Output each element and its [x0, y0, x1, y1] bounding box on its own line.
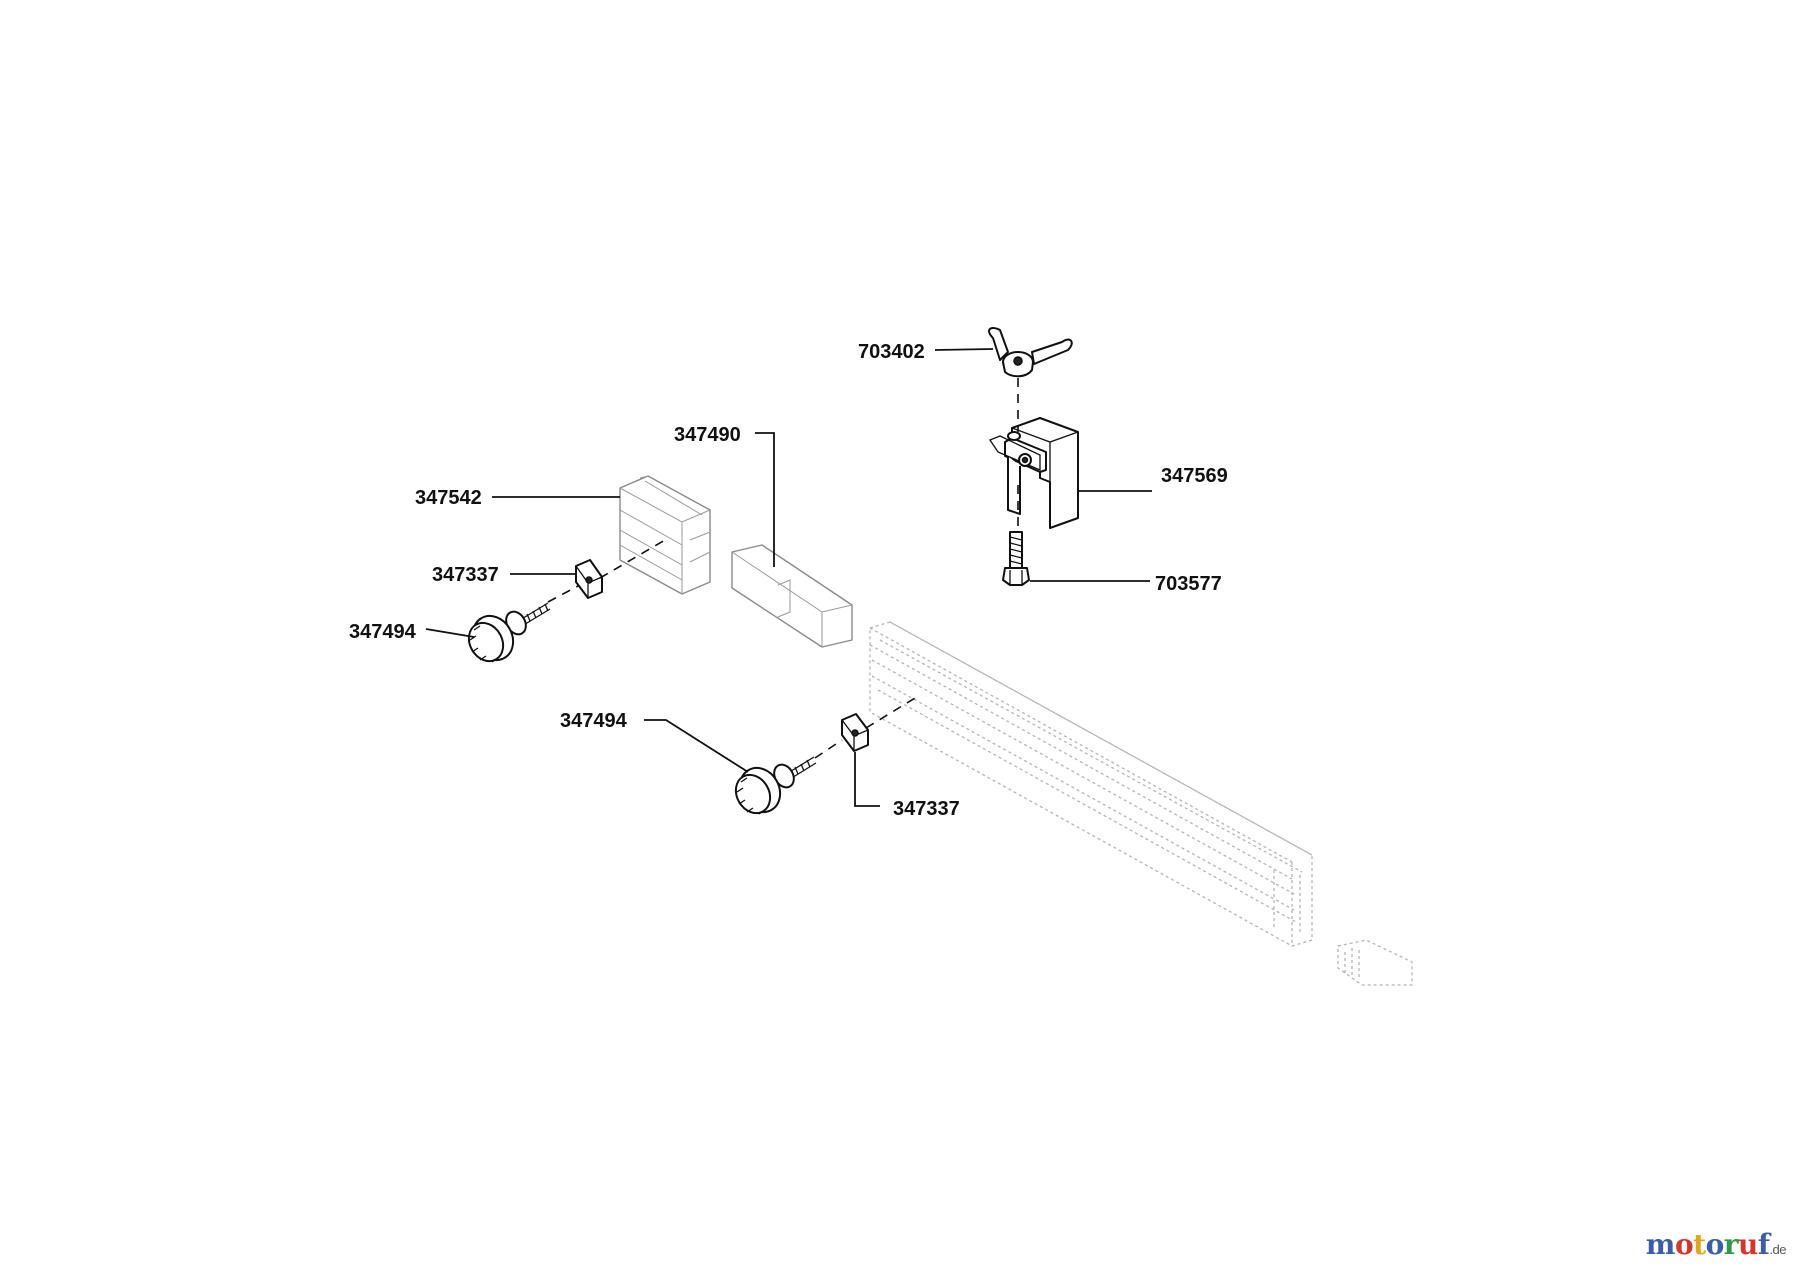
- logo-letter: o: [1674, 1228, 1694, 1261]
- label-703577: 703577: [1155, 573, 1222, 595]
- wing-nut: [988, 327, 1073, 378]
- label-347494-lower: 347494: [560, 710, 628, 732]
- clamp-bracket: [989, 417, 1079, 529]
- knob-screw-lower: [734, 756, 817, 815]
- knob-screw-upper: [467, 602, 551, 663]
- logo-letter: f: [1757, 1228, 1770, 1261]
- connector-tube: [731, 544, 853, 648]
- assembly-axes: [547, 378, 1019, 759]
- logo-wordmark: motoruf: [1646, 1228, 1770, 1261]
- rear-bracket: [619, 475, 711, 595]
- motoruf-logo: motoruf.de: [1646, 1228, 1787, 1261]
- leader-lines: [425, 348, 1152, 807]
- label-703402: 703402: [858, 341, 925, 363]
- end-cap-ghost: [1337, 939, 1413, 986]
- label-347337-lower: 347337: [893, 798, 960, 820]
- logo-letter: o: [1705, 1228, 1725, 1261]
- logo-letter: r: [1723, 1228, 1739, 1261]
- fence-rail-ghost: [869, 621, 1313, 947]
- label-347569: 347569: [1161, 465, 1228, 487]
- label-347337-upper: 347337: [432, 564, 499, 586]
- logo-letter: t: [1693, 1228, 1706, 1261]
- label-347494-upper: 347494: [349, 621, 417, 643]
- hex-bolt: [1002, 531, 1030, 586]
- logo-tld: .de: [1769, 1242, 1786, 1257]
- part-labels: 703402 347490 347542 347569 347337 70357…: [349, 341, 1228, 820]
- square-nut-upper: [575, 559, 603, 599]
- square-nut-lower: [841, 713, 869, 752]
- logo-letter: u: [1738, 1228, 1758, 1261]
- logo-letter: m: [1645, 1228, 1676, 1261]
- label-347542: 347542: [415, 487, 482, 509]
- label-347490: 347490: [674, 424, 741, 446]
